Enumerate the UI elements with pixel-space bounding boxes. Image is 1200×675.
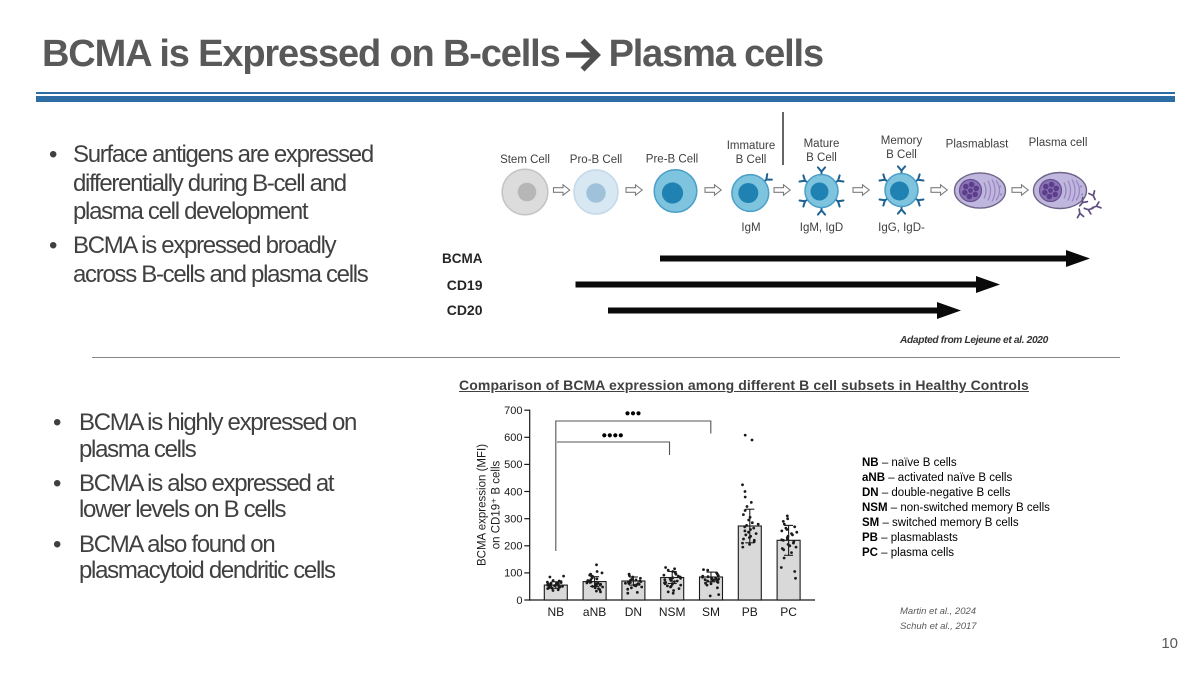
svg-text:B Cell: B Cell <box>806 152 837 164</box>
svg-text:600: 600 <box>504 432 522 444</box>
svg-text:200: 200 <box>504 541 522 553</box>
svg-text:Stem Cell: Stem Cell <box>500 154 550 166</box>
svg-text:700: 700 <box>504 405 522 417</box>
svg-text:Plasmablast: Plasmablast <box>946 139 1009 151</box>
svg-text:BCMA expression (MFI): BCMA expression (MFI) <box>477 444 489 566</box>
svg-text:BCMA: BCMA <box>442 251 483 266</box>
svg-text:IgM: IgM <box>741 222 760 234</box>
svg-text:IgM, IgD: IgM, IgD <box>800 222 843 234</box>
svg-text:Mature: Mature <box>804 138 840 150</box>
svg-text:100: 100 <box>504 568 522 580</box>
svg-text:300: 300 <box>504 513 522 525</box>
svg-text:B Cell: B Cell <box>886 149 917 161</box>
svg-text:Immature: Immature <box>727 140 776 152</box>
svg-text:on CD19⁺ B cells: on CD19⁺ B cells <box>491 460 503 549</box>
svg-text:DN: DN <box>625 605 642 619</box>
svg-text:IgG, IgD-: IgG, IgD- <box>878 222 925 234</box>
svg-text:CD20: CD20 <box>447 302 483 318</box>
svg-text:CD19: CD19 <box>447 277 483 293</box>
svg-text:NB: NB <box>547 605 564 619</box>
svg-text:PB: PB <box>742 605 758 619</box>
svg-text:Memory: Memory <box>881 135 923 147</box>
svg-text:B Cell: B Cell <box>736 154 767 166</box>
svg-text:aNB: aNB <box>583 605 606 619</box>
svg-text:SM: SM <box>702 605 720 619</box>
svg-text:Pre-B Cell: Pre-B Cell <box>646 154 698 166</box>
svg-text:500: 500 <box>504 459 522 471</box>
svg-text:PC: PC <box>780 605 797 619</box>
svg-text:0: 0 <box>516 595 522 607</box>
svg-text:NSM: NSM <box>659 605 686 619</box>
svg-text:400: 400 <box>504 486 522 498</box>
svg-text:Pro-B Cell: Pro-B Cell <box>570 154 622 166</box>
svg-text:Plasma cell: Plasma cell <box>1029 137 1088 149</box>
